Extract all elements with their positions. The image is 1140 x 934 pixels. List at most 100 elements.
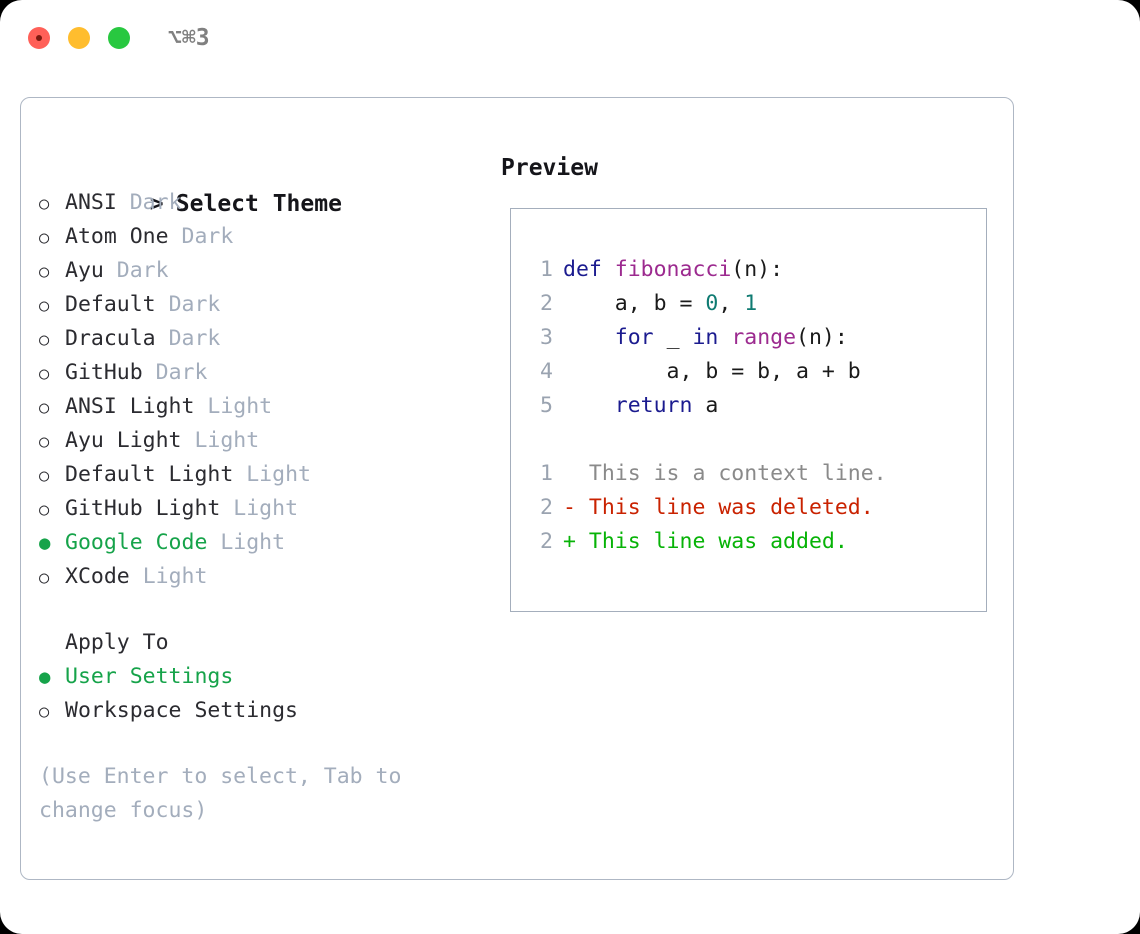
code-line: 4 a, b = b, a + b	[527, 355, 986, 389]
theme-option-list: ○ANSI Dark○Atom One Dark○Ayu Dark○Defaul…	[39, 186, 479, 594]
apply-to-option-workspace-settings[interactable]: ○ Workspace Settings	[39, 694, 479, 728]
code-token: 1	[744, 291, 758, 316]
close-icon	[36, 35, 42, 41]
code-line-number: 1	[540, 257, 553, 282]
theme-option-label: XCode	[65, 564, 130, 589]
apply-to-option-user-settings[interactable]: ● User Settings	[39, 660, 479, 694]
theme-option-ayu-light[interactable]: ○ Ayu Light Light	[39, 424, 479, 458]
radio-unselected-icon: ○	[39, 702, 50, 722]
code-token: for	[614, 325, 654, 350]
code-token: in	[692, 325, 719, 350]
theme-option-ayu[interactable]: ○Ayu Dark	[39, 254, 479, 288]
radio-unselected-icon: ○	[39, 296, 50, 316]
diff-text: This line was added.	[575, 529, 848, 554]
code-token: fibonacci	[614, 257, 732, 282]
code-token: def	[563, 257, 615, 282]
code-token	[563, 393, 615, 418]
theme-option-tag: Dark	[155, 360, 208, 385]
code-line-number: 5	[540, 393, 553, 418]
theme-picker-panel: >Select Theme ○ANSI Dark○Atom One Dark○A…	[20, 97, 1014, 880]
radio-unselected-icon: ○	[39, 500, 50, 520]
theme-option-tag: Light	[207, 394, 273, 419]
theme-option-default[interactable]: ○Default Dark	[39, 288, 479, 322]
select-theme-header-label: Select Theme	[175, 191, 342, 217]
theme-option-tag: Light	[142, 564, 208, 589]
theme-option-github-light[interactable]: ○ GitHub Light Light	[39, 492, 479, 526]
apply-to-option-label: Workspace Settings	[65, 698, 298, 723]
preview-spacer	[527, 423, 986, 457]
theme-option-label: ANSI	[65, 190, 117, 215]
diff-line: 2- This line was deleted.	[527, 491, 986, 525]
theme-option-tag: Dark	[181, 224, 234, 249]
code-line: 5 return a	[527, 389, 986, 423]
code-line: 3 for _ in range(n):	[527, 321, 986, 355]
code-line-number: 4	[540, 359, 553, 384]
code-line: 1 def fibonacci(n):	[527, 253, 986, 287]
theme-option-tag: Light	[246, 462, 311, 487]
code-line-number: 3	[540, 325, 553, 350]
diff-line-number: 2	[540, 529, 553, 554]
radio-unselected-icon: ○	[39, 330, 50, 350]
theme-option-label: GitHub Light	[65, 496, 221, 521]
theme-option-label: Atom One	[65, 224, 169, 249]
radio-unselected-icon: ○	[39, 228, 50, 248]
theme-option-default-light[interactable]: ○Default Light Light	[39, 458, 479, 492]
code-token: a	[692, 393, 719, 418]
code-token: (n):	[731, 257, 784, 282]
radio-selected-icon: ●	[39, 666, 51, 688]
diff-text: This line was deleted.	[575, 495, 874, 520]
diff-sample: 1 This is a context line.2- This line wa…	[527, 457, 986, 559]
apply-to-header: Apply To	[65, 630, 169, 655]
theme-option-tag: Light	[233, 496, 299, 521]
radio-unselected-icon: ○	[39, 364, 50, 384]
theme-option-tag: Light	[194, 428, 260, 453]
code-token	[718, 325, 731, 350]
theme-option-github[interactable]: ○ GitHub Dark	[39, 356, 479, 390]
radio-unselected-icon: ○	[39, 432, 50, 452]
theme-selection-column: >Select Theme ○ANSI Dark○Atom One Dark○A…	[39, 150, 479, 828]
theme-option-ansi-light[interactable]: ○ANSI Light Light	[39, 390, 479, 424]
diff-sign	[563, 461, 576, 486]
theme-option-google-code[interactable]: ● Google Code Light	[39, 526, 479, 560]
maximize-window-button[interactable]	[108, 27, 130, 49]
diff-line: 2 + This line was added.	[527, 525, 986, 559]
diff-line-number: 2	[540, 495, 553, 520]
apply-to-option-label: User Settings	[65, 664, 234, 689]
theme-option-tag: Dark	[129, 190, 182, 215]
theme-option-atom-one[interactable]: ○ Atom One Dark	[39, 220, 479, 254]
select-theme-header: > Select Theme	[39, 150, 479, 217]
code-token: (n):	[796, 325, 848, 350]
theme-option-label: Ayu	[65, 258, 104, 283]
theme-option-xcode[interactable]: ○ XCode Light	[39, 560, 479, 594]
theme-option-label: Ayu Light	[65, 428, 182, 453]
theme-option-ansi[interactable]: ○ ANSI Dark	[39, 186, 479, 220]
minimize-window-button[interactable]	[68, 27, 90, 49]
diff-sign: -	[563, 495, 576, 520]
apply-to-option-list: ● User Settings ○ Workspace Settings	[39, 660, 479, 728]
radio-unselected-icon: ○	[39, 398, 50, 418]
code-token: return	[614, 393, 693, 418]
keyboard-shortcut-label: ⌥⌘3	[168, 25, 210, 51]
radio-unselected-icon: ○	[39, 194, 50, 214]
radio-unselected-icon: ○	[39, 466, 50, 486]
code-token: ,	[718, 291, 745, 316]
prompt-chevron-icon: >	[149, 191, 164, 217]
theme-option-label: GitHub	[65, 360, 143, 385]
theme-option-label: Google Code	[65, 530, 208, 555]
diff-line: 1 This is a context line.	[527, 457, 986, 491]
code-token: a, b = b, a + b	[563, 359, 861, 384]
keyboard-hint-text: (Use Enter to select, Tab to change focu…	[39, 764, 402, 823]
radio-unselected-icon: ○	[39, 568, 50, 588]
diff-text: This is a context line.	[575, 461, 887, 486]
theme-option-tag: Light	[220, 530, 286, 555]
theme-option-dracula[interactable]: ○Dracula Dark	[39, 322, 479, 356]
code-line: 2 a, b = 0, 1	[527, 287, 986, 321]
radio-selected-icon: ●	[39, 532, 51, 554]
diff-sign: +	[563, 529, 576, 554]
theme-option-tag: Dark	[168, 326, 221, 351]
code-token: a, b =	[563, 291, 706, 316]
